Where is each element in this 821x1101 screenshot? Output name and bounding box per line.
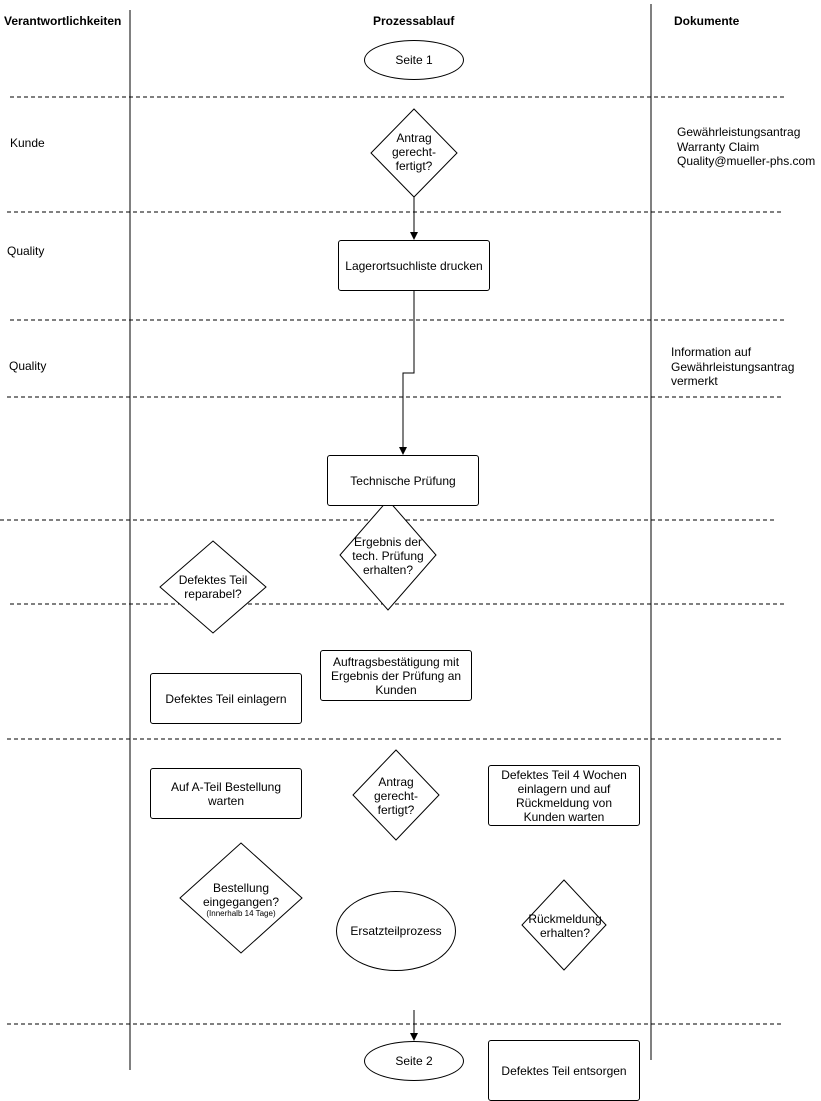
document-text: Gewährleistungsantrag: [671, 360, 795, 374]
document-text: Quality@mueller-phs.com: [677, 154, 816, 168]
decision-diamond-ergebnis: [339, 499, 437, 611]
decision-diamond-bestellung: [179, 842, 303, 954]
decision-diamond-antrag-2: [352, 749, 440, 841]
process-ellipse-ersatzteil: Ersatzteilprozess: [336, 891, 456, 971]
decision-label-reparabel: Defektes Teil reparabel?: [178, 573, 248, 601]
header-process: Prozessablauf: [373, 14, 455, 28]
decision-label-rueckmeldung: Rückmeldung erhalten?: [528, 912, 602, 940]
decision-label-bestellung-text: Bestellung eingegangen?: [202, 881, 280, 909]
decision-label-antrag-1: Antrag gerecht- fertigt?: [391, 131, 437, 173]
terminator-seite-2: Seite 2: [364, 1041, 464, 1081]
lane-label-quality: Quality: [9, 359, 47, 373]
process-box-auftragsbestaetigung: Auftragsbestätigung mit Ergebnis der Prü…: [320, 650, 472, 701]
terminator-seite-1: Seite 1: [364, 40, 464, 80]
document-text: Information auf: [671, 345, 752, 359]
document-text: vermerkt: [671, 374, 718, 388]
lane-label-quality: Quality: [7, 244, 45, 258]
process-box-technische-pruefung: Technische Prüfung: [327, 455, 479, 506]
process-box-lagerort: Lagerortsuchliste drucken: [338, 240, 490, 291]
connector-lagerort-to-pruefung: [399, 291, 415, 455]
lane-label-kunde: Kunde: [10, 136, 45, 150]
header-documents: Dokumente: [674, 14, 740, 28]
lane-separators: [0, 96, 786, 1025]
decision-diamond-rueckmeldung: [521, 879, 607, 971]
decision-diamond-reparabel: [159, 540, 267, 634]
process-box-a-teil: Auf A-Teil Bestellung warten: [150, 768, 302, 819]
decision-label-ergebnis: Ergebnis der tech. Prüfung erhalten?: [352, 535, 424, 577]
document-text: Gewährleistungsantrag: [677, 125, 801, 139]
decision-label-antrag-2: Antrag gerecht- fertigt?: [373, 775, 419, 817]
decision-label-bestellung: Bestellung eingegangen? (Innerhalb 14 Ta…: [170, 876, 312, 924]
document-text: Warranty Claim: [677, 140, 760, 154]
header-responsibilities: Verantwortlichkeiten: [4, 14, 122, 28]
process-box-defektes-einlagern: Defektes Teil einlagern: [150, 673, 302, 724]
process-box-defektes-4-wochen: Defektes Teil 4 Wochen einlagern und auf…: [488, 765, 640, 826]
process-box-entsorgen: Defektes Teil entsorgen: [488, 1040, 640, 1101]
decision-label-bestellung-note: (Innerhalb 14 Tage): [206, 909, 276, 918]
